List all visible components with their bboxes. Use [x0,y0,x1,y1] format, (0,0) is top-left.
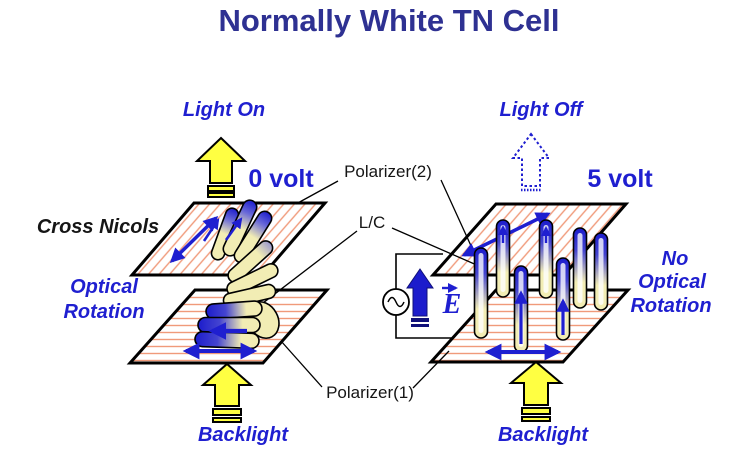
lc-pointer-right [391,227,480,267]
right-voltage-label: 5 volt [587,165,653,193]
left-light-state-label: Light On [182,99,266,121]
right-light-state-label: Light Off [499,99,583,121]
optical-rotation-label-2: Rotation [63,301,145,323]
polarizer2-pointer-left [295,180,339,205]
optical-rotation-label-1: Optical [70,276,138,298]
twist-direction-arrows [202,217,247,340]
ac-drive-circuit [382,253,455,339]
left-backlight-label: Backlight [197,424,289,446]
polarizer2-label: Polarizer(2) [344,162,432,181]
polarizer1-label: Polarizer(1) [326,383,414,402]
left-light-on-arrow-icon [194,136,248,198]
no-rotation-label-2: Optical [638,271,706,293]
lc-label: L/C [358,213,386,232]
field-alignment-arrows [497,224,570,344]
right-backlight-label: Backlight [497,424,589,446]
cross-nicols-label: Cross Nicols [36,216,160,238]
polarizer1-pointer-right [412,350,450,389]
left-backlight-arrow-icon [200,362,254,423]
e-field-label: E [442,289,462,320]
no-rotation-label-3: Rotation [630,295,712,317]
aligned-lc-molecules [473,219,609,353]
e-field-arrow-icon [406,268,459,327]
polarizer1-pointer-left [280,340,323,388]
right-backlight-arrow-icon [508,360,564,422]
page-title: Normally White TN Cell [218,3,560,38]
no-rotation-label-1: No [661,248,689,270]
right-light-off-arrow-icon [511,132,551,192]
left-voltage-label: 0 volt [248,165,314,193]
